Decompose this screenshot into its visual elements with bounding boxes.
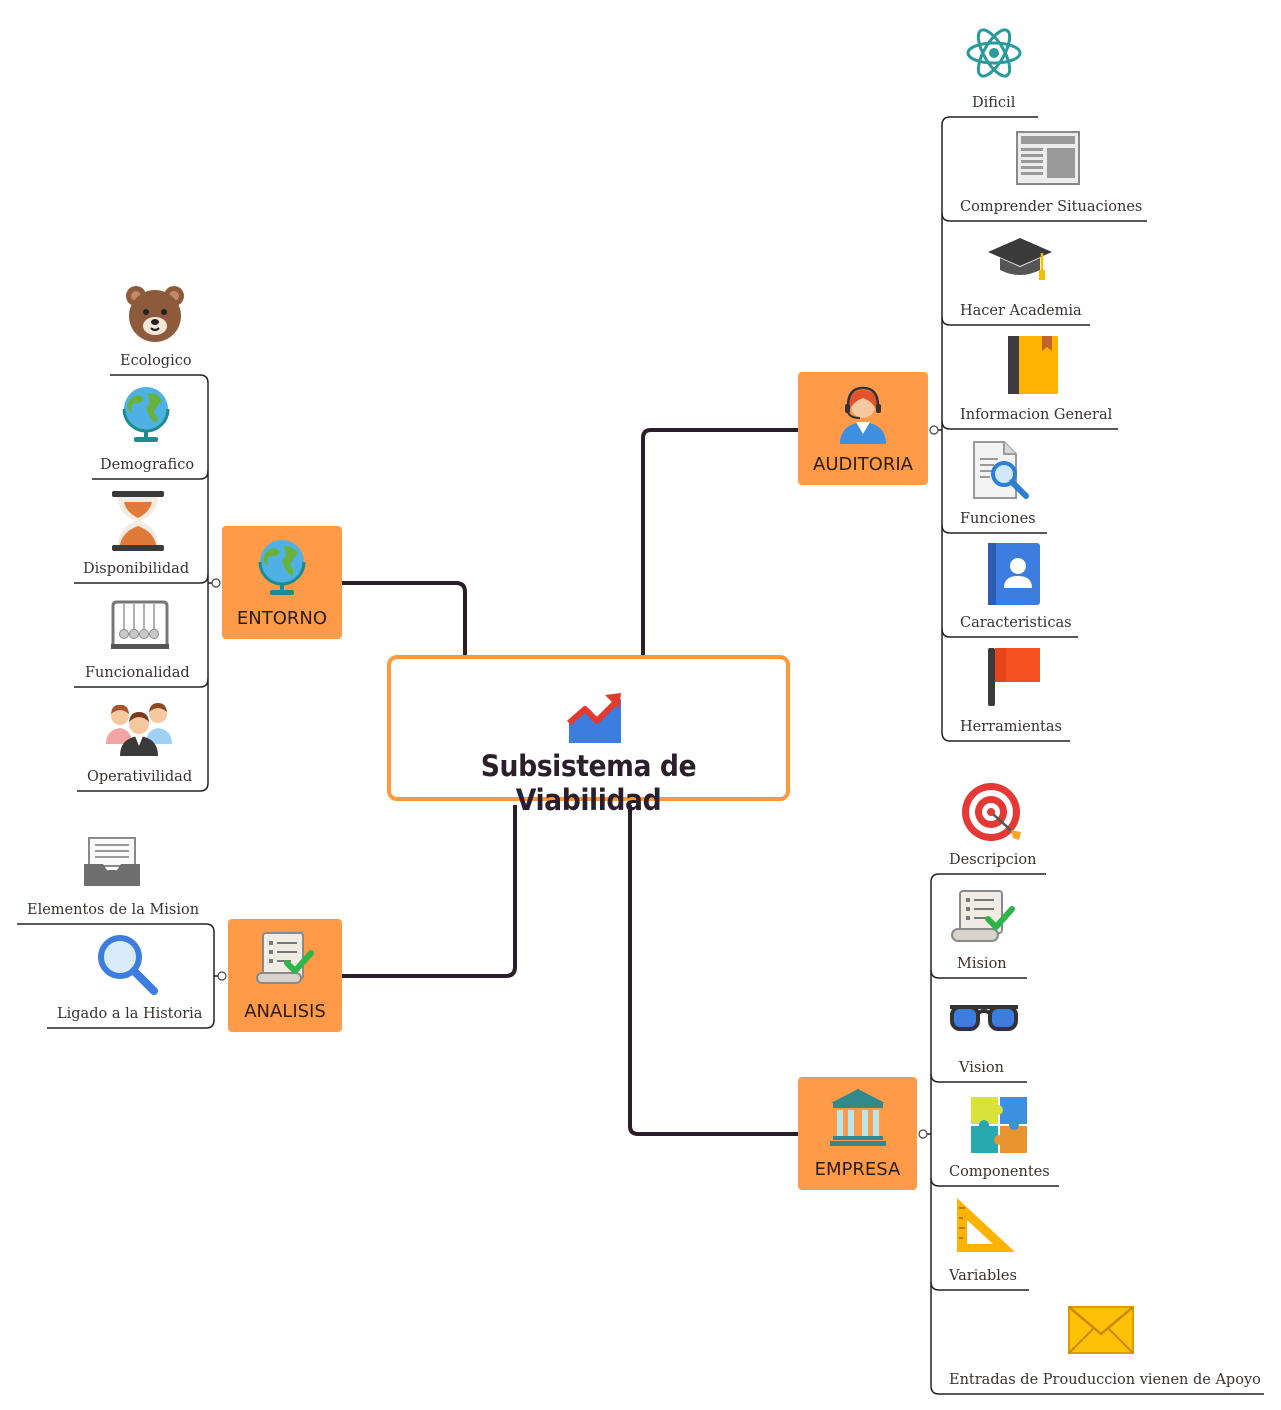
leaf-ecologico[interactable]: Ecologico [120,353,192,369]
leaf-mision[interactable]: Mision [957,956,1007,972]
central-topic[interactable]: Subsistema de Viabilidad [387,655,790,817]
node-auditoria[interactable]: AUDITORIA [798,372,928,485]
leaf-entradas-de-prouduccion[interactable]: Entradas de Prouduccion vienen de Apoyo [949,1372,1261,1388]
connector-empresa-thick [628,805,798,1136]
leaf-ligado-a-la-historia[interactable]: Ligado a la Historia [57,1006,203,1022]
document-search-icon [973,441,1029,499]
leaf-funciones[interactable]: Funciones [960,511,1036,527]
leaf-line-a4 [941,524,1047,534]
connector-analisis-thick [342,805,517,978]
checklist-scroll-icon [256,932,314,984]
leaf-line-n0 [110,374,209,384]
node-entorno-label: ENTORNO [236,608,328,629]
collapse-toggle-empresa[interactable] [918,1129,928,1139]
connector-auditoria-thick [641,428,798,655]
leaf-spine-auditoria [941,125,1070,742]
leaf-herramientas[interactable]: Herramientas [960,719,1062,735]
leaf-line-n1 [92,470,209,480]
connector-entorno-thick [342,581,467,655]
globe-icon [122,387,170,442]
checklist-scroll-icon [951,890,1015,942]
glasses-icon [950,1005,1018,1031]
collapse-toggle-analisis[interactable] [217,971,227,981]
atom-icon [966,28,1022,78]
leaf-line-e4 [930,1281,1029,1291]
set-square-icon [957,1198,1015,1252]
node-entorno[interactable]: ENTORNO [222,526,342,639]
hourglass-icon [112,491,164,551]
node-analisis[interactable]: ANALISIS [228,919,342,1032]
inbox-tray-icon [84,837,140,886]
node-empresa-label: EMPRESA [814,1159,901,1180]
central-title: Subsistema de Viabilidad [480,749,697,817]
puzzle-icon [971,1097,1027,1153]
leaf-line-n2 [74,574,209,584]
node-analisis-label: ANALISIS [244,1001,326,1022]
leaf-dificil[interactable]: Dificil [972,95,1016,111]
leaf-line-n3 [74,678,209,688]
envelope-icon [1068,1306,1134,1354]
leaf-spine-empresa [930,882,1264,1395]
leaf-funcionalidad[interactable]: Funcionalidad [85,665,190,681]
leaf-disponibilidad[interactable]: Disponibilidad [83,561,190,577]
book-icon [1008,336,1058,394]
leaf-line-e0 [930,873,1046,883]
bear-icon [126,286,184,342]
leaf-descripcion[interactable]: Descripcion [949,852,1037,868]
flag-icon [988,648,1040,706]
leaf-elementos-de-la-mision[interactable]: Elementos de la Mision [27,902,200,918]
leaf-comprender-situaciones[interactable]: Comprender Situaciones [960,199,1143,215]
leaf-componentes[interactable]: Componentes [949,1164,1050,1180]
contact-book-icon [988,543,1040,605]
leaf-line-e3 [930,1177,1059,1187]
graduation-cap-icon [988,238,1052,280]
leaf-hacer-academia[interactable]: Hacer Academia [960,303,1082,319]
target-icon [962,783,1021,841]
leaf-line-e2 [930,1073,1027,1083]
node-auditoria-label: AUDITORIA [813,454,913,475]
leaf-spine-analisis [47,932,215,1029]
leaf-line-a5 [941,628,1078,638]
leaf-spine-entorno [77,383,209,792]
leaf-informacion-general[interactable]: Informacion General [960,407,1113,423]
leaf-variables[interactable]: Variables [949,1268,1017,1284]
collapse-toggle-auditoria[interactable] [929,425,939,435]
leaf-line-s0 [17,923,215,933]
leaf-demografico[interactable]: Demografico [100,457,195,473]
collapse-toggle-entorno[interactable] [211,578,221,588]
trending-chart-icon [567,693,621,743]
call-center-agent-icon [840,386,886,444]
people-group-icon [106,703,172,756]
leaf-line-a1 [941,212,1147,222]
leaf-line-a2 [941,316,1090,326]
newspaper-icon [1016,131,1080,185]
leaf-line-a3 [941,420,1118,430]
leaf-operativilidad[interactable]: Operativilidad [87,769,193,785]
leaf-caracteristicas[interactable]: Caracteristicas [960,615,1072,631]
node-empresa[interactable]: EMPRESA [798,1077,917,1190]
magnifier-icon [98,935,158,995]
leaf-vision[interactable]: Vision [959,1060,1005,1076]
leaf-line-e1 [930,969,1027,979]
leaf-line-0 [941,116,1038,126]
bank-icon [829,1089,886,1146]
newton-cradle-icon [111,600,169,649]
globe-icon [258,540,306,595]
